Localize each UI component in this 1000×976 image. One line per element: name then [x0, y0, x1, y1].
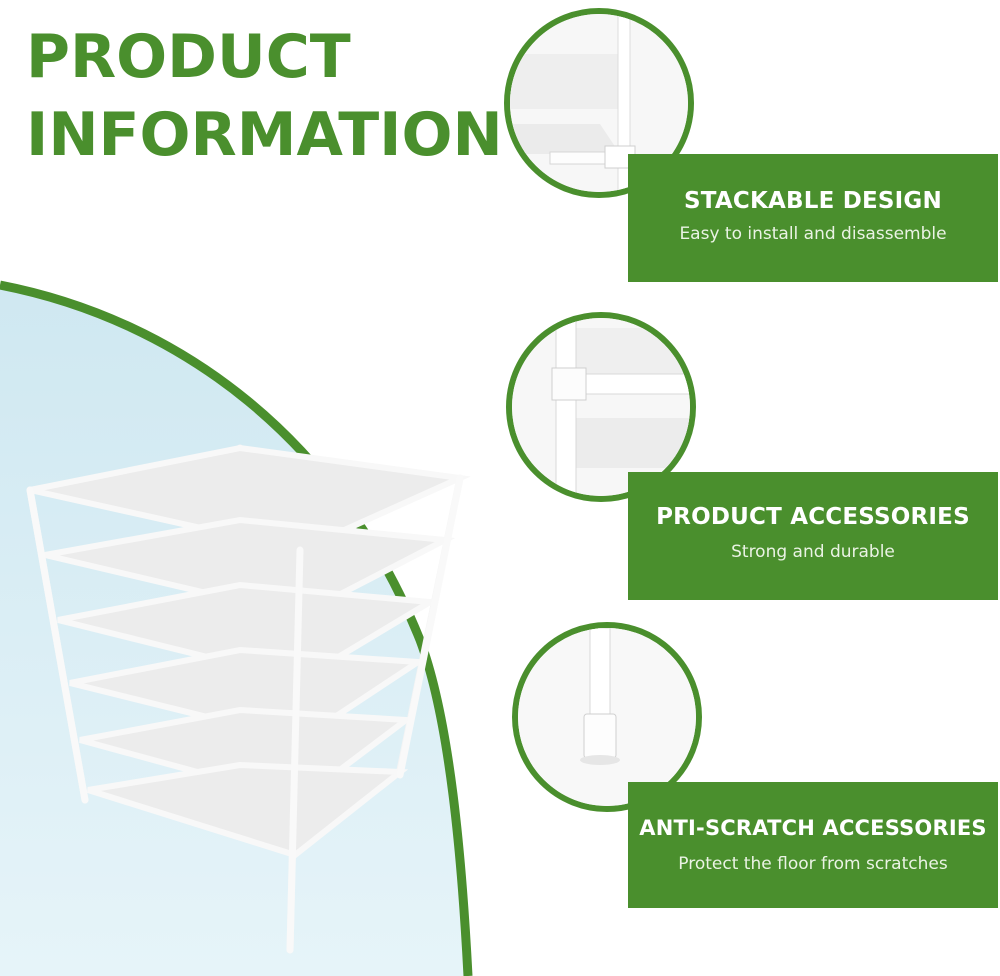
headline-line-2: INFORMATION	[26, 100, 503, 170]
stackable-design-card: STACKABLE DESIGN Easy to install and dis…	[628, 154, 998, 282]
curved-green-border	[0, 280, 473, 976]
feature-subtitle: Protect the floor from scratches	[678, 854, 948, 874]
rack-shelves	[29, 444, 471, 859]
page-headline: PRODUCT INFORMATION	[26, 18, 503, 174]
anti-scratch-accessories-card: ANTI-SCRATCH ACCESSORIES Protect the flo…	[628, 782, 998, 908]
feature-title: ANTI-SCRATCH ACCESSORIES	[639, 816, 987, 840]
feature-title: STACKABLE DESIGN	[684, 188, 942, 214]
foot-cap-icon	[518, 628, 696, 806]
product-accessories-image	[506, 312, 696, 502]
product-accessories-card: PRODUCT ACCESSORIES Strong and durable	[628, 472, 998, 600]
headline-line-1: PRODUCT	[26, 22, 351, 92]
feature-title: PRODUCT ACCESSORIES	[656, 504, 970, 530]
anti-scratch-accessories-image	[512, 622, 702, 812]
t-joint-connector-icon	[512, 318, 690, 496]
feature-subtitle: Easy to install and disassemble	[679, 224, 947, 244]
feature-subtitle: Strong and durable	[731, 542, 895, 562]
